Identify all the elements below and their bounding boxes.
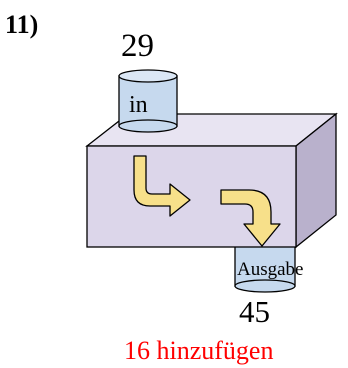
machine-box xyxy=(85,112,338,249)
input-label: in xyxy=(129,92,148,118)
input-value: 29 xyxy=(121,28,154,64)
output-value: 45 xyxy=(239,294,270,329)
input-cylinder xyxy=(118,69,178,133)
output-label: Ausgabe xyxy=(237,259,304,280)
process-arrow-1-icon xyxy=(133,155,191,217)
operation-label: 16 hinzufügen xyxy=(124,336,274,365)
problem-number: 11) xyxy=(5,10,39,39)
process-arrow-2-icon xyxy=(220,189,281,247)
